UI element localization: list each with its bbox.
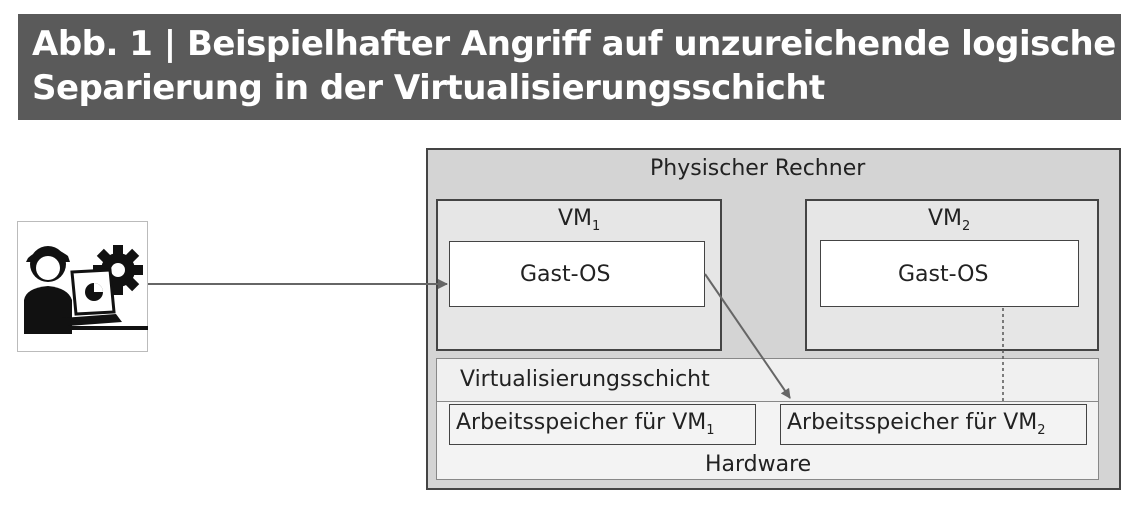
vm1-guest-os-box	[449, 241, 705, 307]
memory-vm2-label: Arbeitsspeicher für VM2	[787, 410, 1046, 438]
figure-title-line-1: Abb. 1 | Beispielhafter Angriff auf unzu…	[32, 24, 1116, 64]
vm2-subscript: 2	[962, 219, 971, 234]
vm2-guest-os-box	[820, 240, 1079, 307]
virtualization-layer-label: Virtualisierungsschicht	[460, 367, 710, 392]
vm1-subscript: 1	[592, 219, 601, 234]
memory-vm2-subscript: 2	[1037, 423, 1046, 438]
attacker-icon	[17, 221, 148, 352]
vm1-guest-os-label: Gast-OS	[520, 262, 611, 287]
memory-vm1-subscript: 1	[706, 423, 715, 438]
attacker-laptop-gear-icon	[24, 245, 148, 334]
attack-arrow-to-vm2-memory	[704, 273, 791, 399]
vm1-label: VM1	[558, 206, 601, 234]
figure-title: Abb. 1 | Beispielhafter Angriff auf unzu…	[18, 14, 1121, 120]
memory-vm2-box	[780, 404, 1087, 445]
hardware-label: Hardware	[705, 452, 812, 477]
figure-title-line-2: Separierung in der Virtualisierungsschic…	[32, 68, 825, 108]
memory-vm1-box	[449, 404, 756, 445]
memory-vm1-label: Arbeitsspeicher für VM1	[456, 410, 715, 438]
vm2-label: VM2	[928, 206, 971, 234]
physical-computer-label: Physischer Rechner	[650, 156, 866, 181]
vm2-guest-os-label: Gast-OS	[898, 262, 989, 287]
